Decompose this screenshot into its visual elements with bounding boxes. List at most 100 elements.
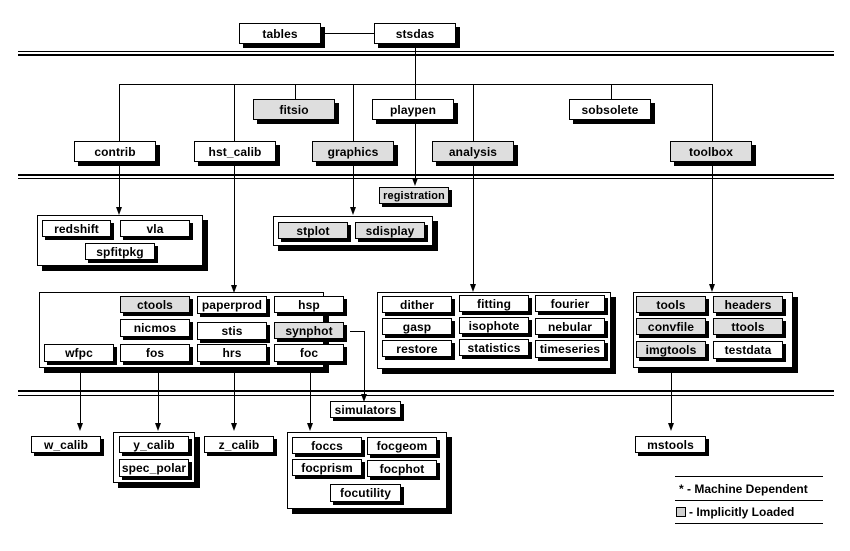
connector-tables-stsdas bbox=[324, 33, 374, 34]
arrow-down-icon bbox=[116, 207, 122, 215]
package-nicmos[interactable]: nicmos bbox=[120, 319, 190, 337]
package-timeseries[interactable]: timeseries bbox=[535, 340, 605, 358]
package-foc[interactable]: foc bbox=[274, 344, 344, 362]
package-analysis[interactable]: analysis bbox=[432, 141, 514, 162]
package-mstools[interactable]: mstools bbox=[635, 436, 706, 453]
legend-implicitly-loaded: - Implicitly Loaded bbox=[689, 505, 795, 519]
connector-synphot-simulators bbox=[364, 331, 365, 396]
package-restore[interactable]: restore bbox=[382, 340, 452, 357]
level-separator-middle-thick bbox=[18, 174, 834, 176]
connector-synphot-right bbox=[350, 331, 364, 332]
arrow-down-icon bbox=[668, 423, 674, 431]
package-simulators[interactable]: simulators bbox=[330, 401, 401, 418]
arrow-down-icon bbox=[231, 285, 237, 293]
arrow-down-icon bbox=[709, 284, 715, 292]
connector-hst-calib-children bbox=[234, 162, 235, 286]
package-focprism[interactable]: focprism bbox=[292, 459, 362, 476]
package-imgtools[interactable]: imgtools bbox=[636, 341, 706, 358]
package-tools[interactable]: tools bbox=[636, 296, 706, 313]
package-registration[interactable]: registration bbox=[379, 187, 449, 204]
arrow-down-icon bbox=[412, 178, 418, 186]
package-hsp[interactable]: hsp bbox=[274, 296, 344, 313]
package-focutility[interactable]: focutility bbox=[330, 484, 401, 502]
package-stis[interactable]: stis bbox=[197, 322, 267, 340]
package-graphics[interactable]: graphics bbox=[312, 141, 394, 162]
legend-machine-dependent: * - Machine Dependent bbox=[679, 482, 808, 496]
connector-graphics-children bbox=[353, 162, 354, 208]
connector-tree-bar bbox=[119, 84, 713, 85]
package-foccs[interactable]: foccs bbox=[292, 437, 362, 454]
package-focphot[interactable]: focphot bbox=[367, 460, 437, 477]
connector-to-toolbox bbox=[712, 84, 713, 141]
package-sobsolete[interactable]: sobsolete bbox=[569, 99, 651, 120]
arrow-down-icon bbox=[350, 207, 356, 215]
arrow-down-icon bbox=[77, 423, 83, 431]
package-ttools[interactable]: ttools bbox=[713, 318, 783, 335]
level-separator-bottom-thin bbox=[18, 395, 834, 396]
connector-to-sobsolete bbox=[611, 84, 612, 99]
implicitly-loaded-swatch-icon bbox=[676, 507, 686, 517]
package-nebular[interactable]: nebular bbox=[535, 318, 605, 335]
connector-stsdas-down bbox=[415, 44, 416, 84]
package-tables[interactable]: tables bbox=[239, 23, 321, 44]
package-gasp[interactable]: gasp bbox=[382, 318, 452, 335]
package-z-calib[interactable]: z_calib bbox=[204, 436, 274, 453]
package-vla[interactable]: vla bbox=[120, 220, 190, 237]
connector-to-graphics bbox=[353, 84, 354, 141]
package-sdisplay[interactable]: sdisplay bbox=[355, 222, 425, 239]
connector-foc-children bbox=[310, 372, 311, 426]
package-playpen[interactable]: playpen bbox=[372, 99, 454, 120]
package-paperprod[interactable]: paperprod bbox=[197, 296, 267, 314]
connector-fos-children bbox=[158, 372, 159, 426]
arrow-down-icon bbox=[307, 423, 313, 431]
connector-imgtools-mstools bbox=[671, 358, 672, 426]
package-fos[interactable]: fos bbox=[120, 344, 190, 362]
connector-to-contrib bbox=[119, 84, 120, 141]
connector-to-playpen bbox=[415, 84, 416, 99]
arrow-down-icon bbox=[361, 394, 367, 402]
package-fitting[interactable]: fitting bbox=[459, 295, 529, 312]
connector-contrib-children bbox=[119, 162, 120, 208]
package-stsdas[interactable]: stsdas bbox=[374, 23, 456, 44]
package-hst-calib[interactable]: hst_calib bbox=[194, 141, 276, 162]
package-convfile[interactable]: convfile bbox=[636, 318, 706, 335]
package-spec-polar[interactable]: spec_polar bbox=[119, 459, 189, 477]
level-separator-bottom-thick bbox=[18, 390, 834, 392]
package-statistics[interactable]: statistics bbox=[459, 339, 529, 356]
package-dither[interactable]: dither bbox=[382, 296, 452, 313]
package-testdata[interactable]: testdata bbox=[713, 341, 783, 359]
package-fourier[interactable]: fourier bbox=[535, 295, 605, 312]
level-separator-middle-thin bbox=[18, 178, 834, 179]
package-w-calib[interactable]: w_calib bbox=[31, 436, 101, 453]
connector-playpen-children bbox=[415, 120, 416, 179]
connector-to-hst-calib bbox=[234, 84, 235, 141]
package-isophote[interactable]: isophote bbox=[459, 317, 529, 334]
arrow-down-icon bbox=[231, 423, 237, 431]
connector-to-analysis bbox=[473, 84, 474, 141]
package-hrs[interactable]: hrs bbox=[197, 344, 267, 362]
package-ctools[interactable]: ctools bbox=[120, 296, 190, 313]
legend-rule-middle bbox=[675, 500, 823, 501]
arrow-down-icon bbox=[155, 423, 161, 431]
arrow-down-icon bbox=[470, 284, 476, 292]
connector-toolbox-children bbox=[712, 162, 713, 285]
connector-to-fitsio bbox=[295, 84, 296, 99]
connector-analysis-children bbox=[473, 162, 474, 285]
package-redshift[interactable]: redshift bbox=[42, 220, 111, 237]
legend-rule-top bbox=[675, 476, 823, 477]
connector-hrs-children bbox=[234, 372, 235, 426]
package-contrib[interactable]: contrib bbox=[74, 141, 156, 162]
package-stplot[interactable]: stplot bbox=[278, 222, 348, 239]
package-fitsio[interactable]: fitsio bbox=[253, 99, 335, 120]
package-spfitpkg[interactable]: spfitpkg bbox=[85, 243, 155, 260]
package-toolbox[interactable]: toolbox bbox=[670, 141, 752, 162]
connector-wfpc-children bbox=[80, 372, 81, 426]
legend-rule-bottom bbox=[675, 523, 823, 524]
package-headers[interactable]: headers bbox=[713, 296, 783, 313]
package-y-calib[interactable]: y_calib bbox=[119, 436, 189, 453]
package-synphot[interactable]: synphot bbox=[274, 322, 344, 339]
level-separator-top-thick bbox=[18, 54, 834, 56]
package-focgeom[interactable]: focgeom bbox=[367, 437, 437, 455]
package-wfpc[interactable]: wfpc bbox=[44, 344, 114, 362]
